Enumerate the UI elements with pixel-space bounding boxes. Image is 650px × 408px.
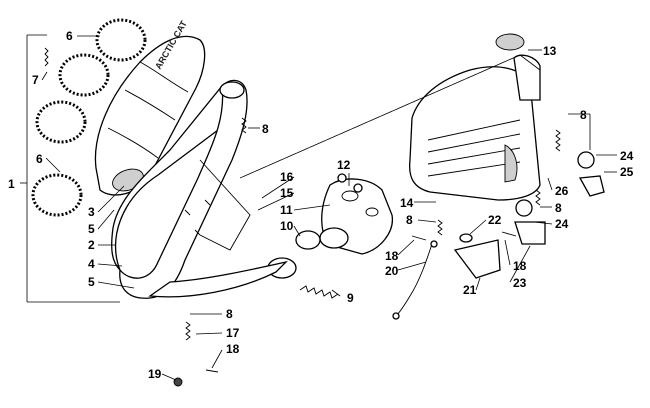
callout-1: 1 xyxy=(8,177,15,191)
bolt-18-right xyxy=(501,231,517,237)
gasket-10 xyxy=(295,230,321,250)
bracket-25 xyxy=(578,175,605,197)
spring-9 xyxy=(299,285,339,299)
assembly-bracket-1 xyxy=(20,34,120,303)
exhaust-manifold xyxy=(319,173,393,255)
spring-7 xyxy=(44,47,49,67)
callout-4: 4 xyxy=(88,257,95,271)
callout-23: 23 xyxy=(513,276,527,290)
callout-10: 10 xyxy=(280,219,294,233)
bolt-18-bottom xyxy=(205,369,219,373)
bolt-18-left xyxy=(411,235,427,241)
spring-8-right-b xyxy=(535,189,541,206)
callout-24b: 24 xyxy=(555,217,569,231)
spring-8-bottom xyxy=(185,321,191,341)
callout-8a: 8 xyxy=(262,122,269,136)
callout-2: 2 xyxy=(88,238,95,252)
callout-16: 16 xyxy=(280,170,294,184)
callout-26: 26 xyxy=(555,184,569,198)
callout-5a: 5 xyxy=(88,222,95,236)
callout-8c: 8 xyxy=(406,213,413,227)
seal-ring-6-top xyxy=(58,18,147,97)
callout-18a: 18 xyxy=(226,342,240,356)
callout-leaders xyxy=(41,35,617,381)
callout-5b: 5 xyxy=(88,275,95,289)
callout-15: 15 xyxy=(280,186,294,200)
callout-19: 19 xyxy=(148,367,162,381)
grommet-13 xyxy=(495,33,525,51)
callout-6b: 6 xyxy=(36,152,43,166)
callout-17: 17 xyxy=(226,326,240,340)
rubber-mount-24-upper xyxy=(577,151,595,169)
callout-labels: 1 2 3 4 5 5 6 6 7 8 8 8 8 8 9 10 11 12 1… xyxy=(8,29,634,381)
callout-13: 13 xyxy=(543,44,557,58)
callout-8b: 8 xyxy=(226,307,233,321)
spring-8-upper xyxy=(241,117,247,134)
callout-20: 20 xyxy=(385,264,399,278)
callout-8e: 8 xyxy=(580,108,587,122)
callout-7: 7 xyxy=(32,73,39,87)
washer-22 xyxy=(459,233,473,243)
callout-8d: 8 xyxy=(555,201,562,215)
callout-18b: 18 xyxy=(385,249,399,263)
callout-3: 3 xyxy=(88,205,95,219)
seal-ring-6-bottom xyxy=(31,100,87,217)
ground-cable-20 xyxy=(395,243,433,317)
callout-18c: 18 xyxy=(513,259,527,273)
rubber-mount-24-lower xyxy=(515,199,533,217)
callout-11: 11 xyxy=(280,203,293,217)
callout-22: 22 xyxy=(488,213,502,227)
expansion-chamber xyxy=(111,79,297,299)
callout-12: 12 xyxy=(337,158,351,172)
silencer-muffler: ARCTIC CAT xyxy=(94,19,206,196)
callout-14: 14 xyxy=(400,196,414,210)
spring-8-right-a xyxy=(555,129,561,152)
callout-21: 21 xyxy=(463,283,477,297)
callout-25: 25 xyxy=(620,165,634,179)
callout-24a: 24 xyxy=(620,149,634,163)
secondary-muffler xyxy=(408,54,541,201)
callout-6a: 6 xyxy=(66,29,73,43)
spring-8-center xyxy=(437,219,443,236)
bracket-21 xyxy=(453,239,501,279)
alignment-lines xyxy=(239,54,541,179)
callout-9: 9 xyxy=(347,291,354,305)
bracket-23 xyxy=(514,221,546,245)
